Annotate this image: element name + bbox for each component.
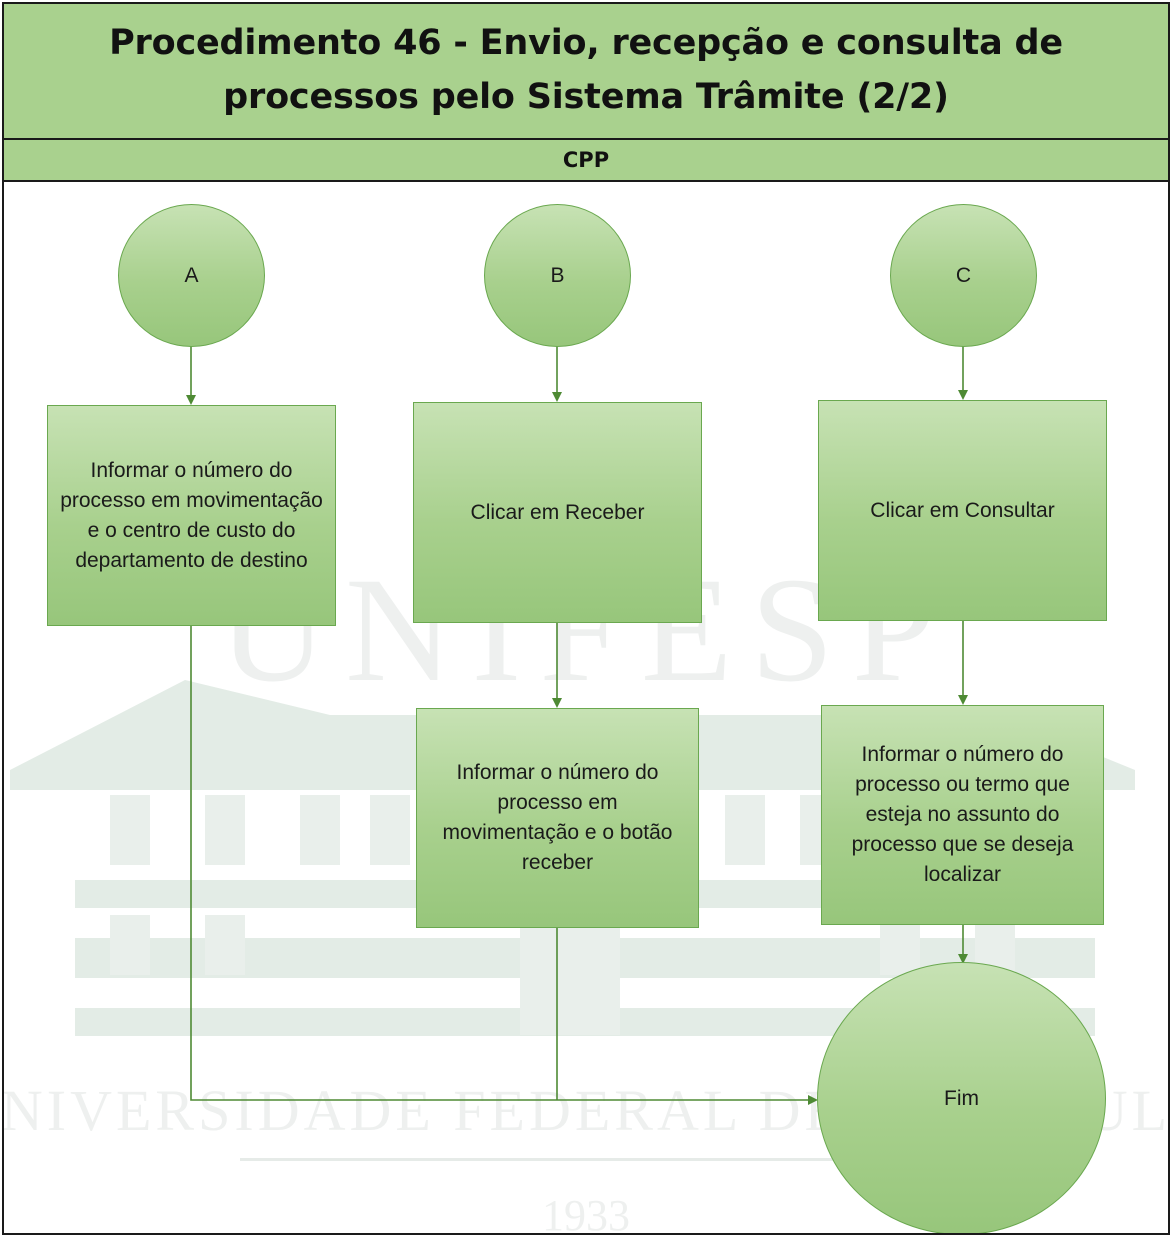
connector-b-label: B bbox=[550, 263, 565, 287]
swimlane-label: CPP bbox=[562, 148, 610, 172]
swimlane-header: CPP bbox=[2, 140, 1170, 182]
step-b1-box: Clicar em Receber bbox=[413, 402, 702, 623]
connector-c-label: C bbox=[955, 263, 972, 287]
end-terminal: Fim bbox=[817, 962, 1106, 1235]
step-b2-box: Informar o número do processo em movimen… bbox=[416, 708, 699, 928]
step-c2-box: Informar o número do processo ou termo q… bbox=[821, 705, 1104, 925]
diagram-title-bar: Procedimento 46 - Envio, recepção e cons… bbox=[2, 2, 1170, 140]
step-c1-box: Clicar em Consultar bbox=[818, 400, 1107, 621]
step-c1-text: Clicar em Consultar bbox=[870, 498, 1055, 522]
step-b1-text: Clicar em Receber bbox=[470, 500, 645, 524]
diagram-title: Procedimento 46 - Envio, recepção e cons… bbox=[109, 23, 1063, 117]
step-a1-box: Informar o número do processo em movimen… bbox=[47, 405, 336, 626]
step-c2-text: Informar o número do processo ou termo q… bbox=[851, 743, 1074, 886]
connector-a-label: A bbox=[184, 263, 199, 287]
step-b2-text: Informar o número do processo em movimen… bbox=[442, 761, 673, 874]
connector-b: B bbox=[484, 204, 631, 347]
arrow-a1-to-end bbox=[190, 625, 818, 1105]
connector-c: C bbox=[890, 204, 1037, 347]
step-a1-text: Informar o número do processo em movimen… bbox=[60, 458, 323, 572]
connector-a: A bbox=[118, 204, 265, 347]
end-terminal-label: Fim bbox=[944, 1086, 979, 1110]
